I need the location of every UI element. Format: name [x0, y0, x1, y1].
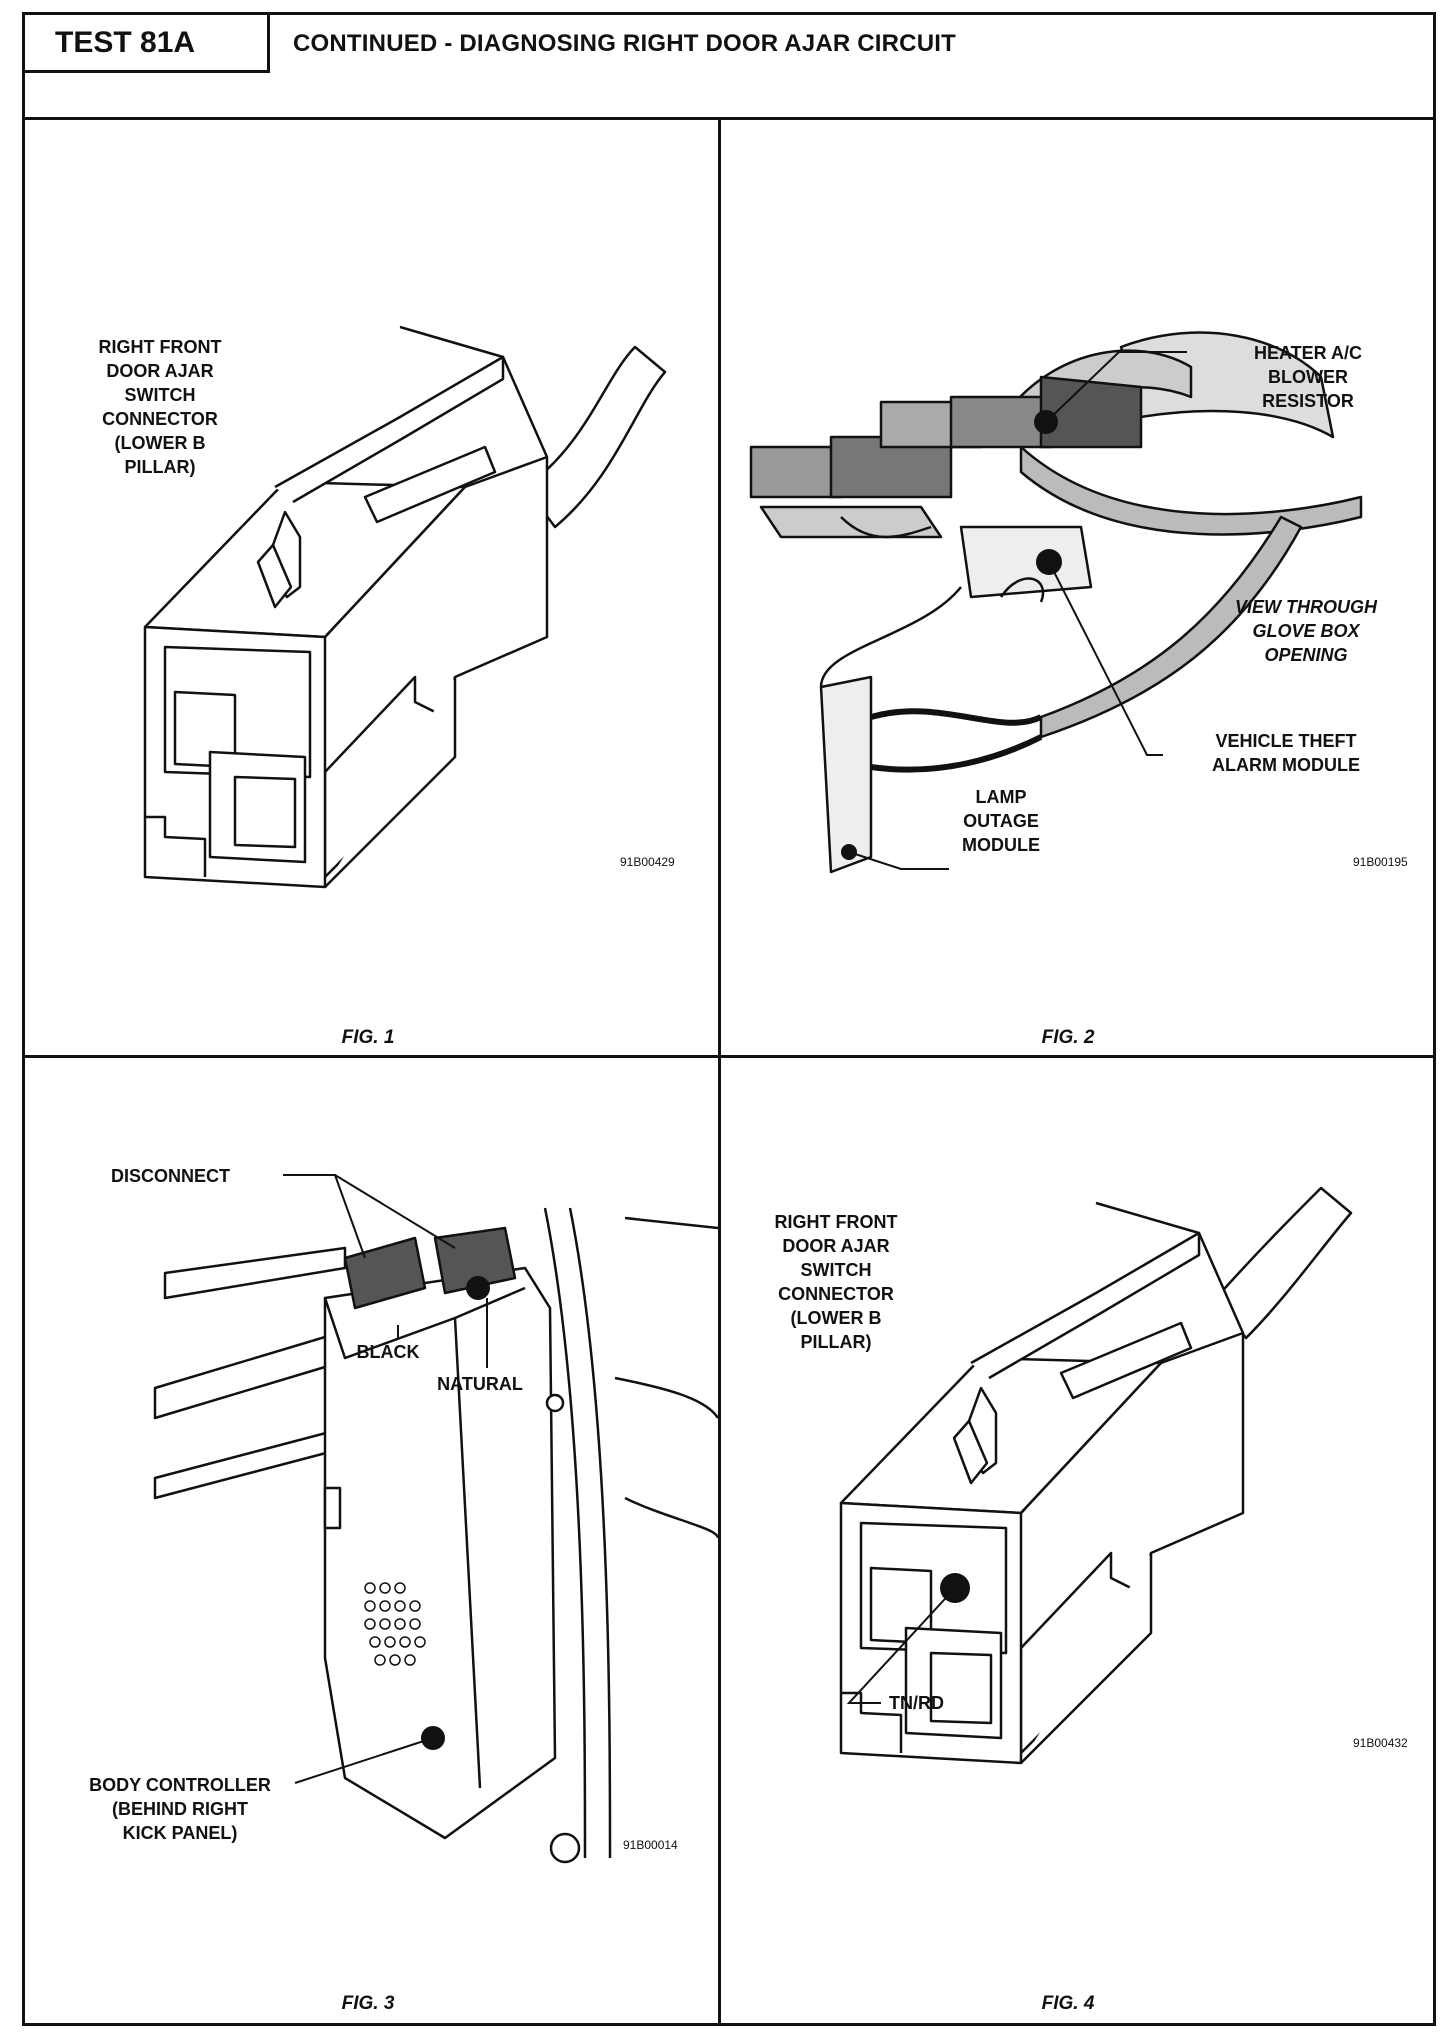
- page-header: TEST 81A CONTINUED - DIAGNOSING RIGHT DO…: [25, 15, 1433, 120]
- fig2-code: 91B00195: [1353, 855, 1408, 869]
- fig3-body-label: BODY CONTROLLER (BEHIND RIGHT KICK PANEL…: [89, 1775, 271, 1843]
- fig3-natural-label: NATURAL: [437, 1374, 523, 1394]
- fig3-disconnect-label: DISCONNECT: [111, 1166, 231, 1186]
- fig4-wire-label: TN/RD: [889, 1693, 944, 1713]
- fig4-panel: RIGHT FRONT DOOR AJAR SWITCH CONNECTOR (…: [721, 1058, 1433, 2023]
- fig2-heater-label: HEATER A/C BLOWER RESISTOR: [1254, 343, 1362, 411]
- figure-grid: RIGHT FRONT DOOR AJAR SWITCH CONNECTOR (…: [25, 117, 1433, 2023]
- fig3-caption: FIG. 3: [341, 1993, 395, 2014]
- horizontal-divider: [25, 1055, 1433, 1058]
- fig1-connector-drawing: [143, 325, 667, 889]
- fig3-controller-drawing: [153, 1174, 718, 1864]
- fig2-panel: HEATER A/C BLOWER RESISTOR VIEW THROUGH …: [721, 117, 1433, 1055]
- fig2-view-label: VIEW THROUGH GLOVE BOX OPENING: [1235, 597, 1377, 665]
- fig1-connector-label: RIGHT FRONT DOOR AJAR SWITCH CONNECTOR (…: [98, 337, 222, 477]
- page-title: CONTINUED - DIAGNOSING RIGHT DOOR AJAR C…: [293, 30, 956, 57]
- fig4-connector-drawing: [839, 1186, 1353, 1765]
- fig1-caption: FIG. 1: [341, 1027, 395, 1048]
- fig2-lamp-label: LAMP OUTAGE MODULE: [962, 787, 1040, 855]
- vertical-divider: [718, 117, 721, 2023]
- fig2-module-drawing: [749, 331, 1363, 874]
- test-id-box: TEST 81A: [25, 15, 270, 73]
- fig1-panel: RIGHT FRONT DOOR AJAR SWITCH CONNECTOR (…: [25, 117, 718, 1055]
- fig4-code: 91B00432: [1353, 1736, 1408, 1750]
- fig3-black-label: BLACK: [356, 1342, 420, 1362]
- fig3-code: 91B00014: [623, 1838, 678, 1852]
- fig3-panel: DISCONNECT BLACK NATURAL BODY CONTROLLER…: [25, 1058, 718, 2023]
- fig4-connector-label: RIGHT FRONT DOOR AJAR SWITCH CONNECTOR (…: [774, 1212, 898, 1352]
- fig4-caption: FIG. 4: [1041, 1993, 1095, 2014]
- fig2-theft-label: VEHICLE THEFT ALARM MODULE: [1212, 731, 1360, 775]
- fig2-caption: FIG. 2: [1041, 1027, 1095, 1048]
- fig1-code: 91B00429: [620, 855, 675, 869]
- manual-page: TEST 81A CONTINUED - DIAGNOSING RIGHT DO…: [22, 12, 1436, 2026]
